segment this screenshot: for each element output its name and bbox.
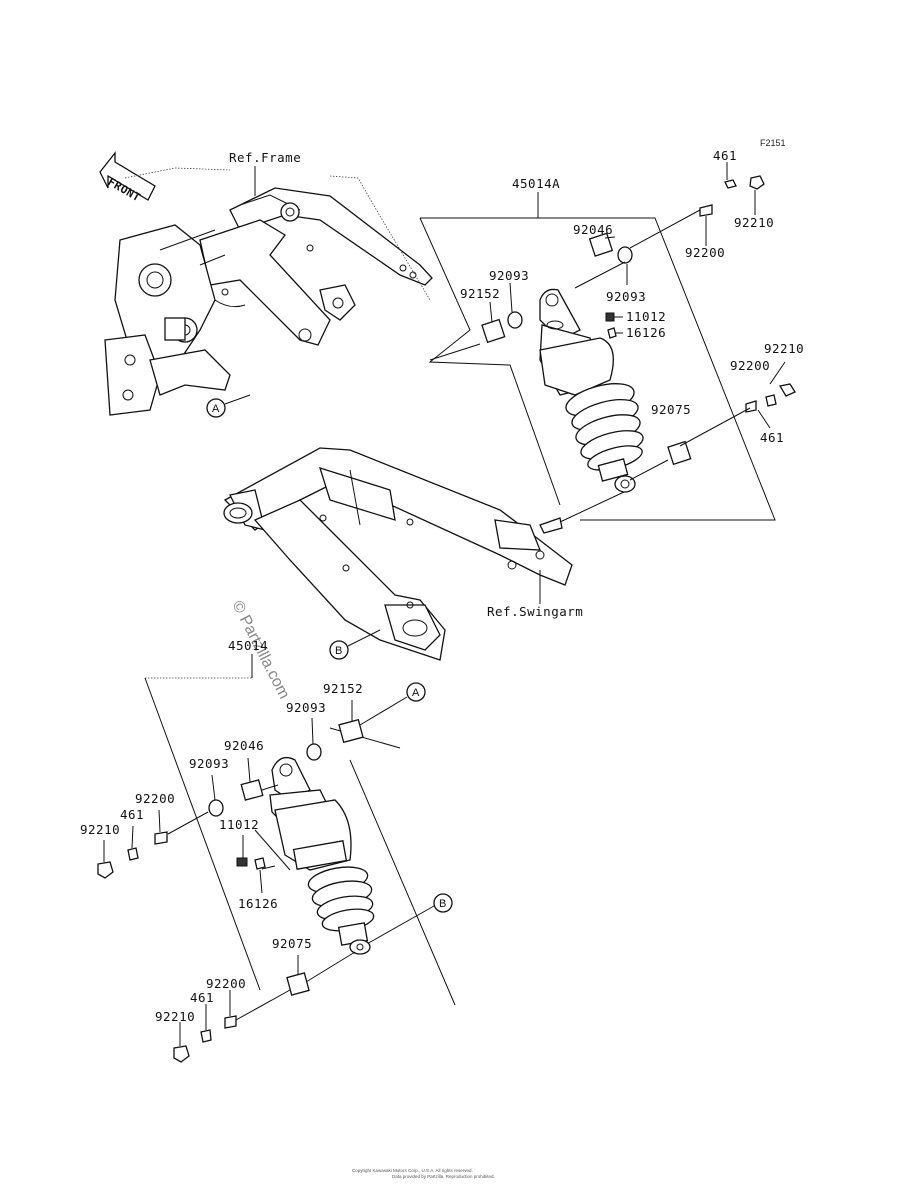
upper-part-92093-right: 92093 (606, 289, 646, 304)
marker-a-upper-label: A (212, 403, 220, 415)
upper-part-92200-mid: 92200 (730, 358, 770, 373)
marker-a-upper (206, 398, 226, 418)
lower-part-92200-top: 92200 (135, 791, 175, 806)
footer-line-1: Copyright Kawasaki Motors Corp., U.S.A. … (352, 1168, 473, 1173)
lower-part-92200-bottom: 92200 (206, 976, 246, 991)
upper-leader-lines (429, 162, 786, 523)
lower-part-92046: 92046 (224, 738, 264, 753)
lower-part-92210-bottom: 92210 (155, 1009, 195, 1024)
front-arrow-icon: FRONT (99, 151, 156, 204)
assembly-45014a-label: 45014A (512, 176, 560, 191)
ref-frame-label: Ref.Frame (229, 150, 301, 165)
frame-drawing (104, 167, 433, 416)
upper-shock-absorber (539, 288, 644, 493)
upper-part-92200-top: 92200 (685, 245, 725, 260)
lower-small-parts (97, 718, 364, 1063)
upper-part-92046: 92046 (573, 222, 613, 237)
upper-part-461-top: 461 (713, 148, 737, 163)
lower-leader-lines (103, 700, 356, 1046)
lower-shock-absorber (269, 756, 375, 955)
marker-a-lower-label: A (412, 687, 420, 699)
upper-part-11012: 11012 (626, 309, 666, 324)
upper-small-parts (481, 175, 796, 534)
lower-part-16126: 16126 (238, 896, 278, 911)
footer-line-2: Data provided by Partzilla. Reproduction… (392, 1174, 495, 1179)
swingarm-drawing (223, 447, 573, 661)
lower-part-11012: 11012 (219, 817, 259, 832)
lower-part-92093-left: 92093 (189, 756, 229, 771)
upper-part-461-mid: 461 (760, 430, 784, 445)
figure-code: F2151 (760, 138, 786, 148)
upper-part-92075: 92075 (651, 402, 691, 417)
marker-b-swingarm-label: B (335, 645, 342, 657)
lower-part-461-bottom: 461 (190, 990, 214, 1005)
marker-b-lower-label: B (439, 898, 446, 910)
lower-part-92093-top: 92093 (286, 700, 326, 715)
upper-part-92093-left: 92093 (489, 268, 529, 283)
marker-b-lower (433, 893, 453, 913)
upper-part-16126: 16126 (626, 325, 666, 340)
upper-part-92210-top: 92210 (734, 215, 774, 230)
upper-part-92210-mid: 92210 (764, 341, 804, 356)
lower-part-92210-top: 92210 (80, 822, 120, 837)
lower-part-461-top: 461 (120, 807, 144, 822)
marker-a-lower (406, 682, 426, 702)
marker-b-swingarm (329, 640, 349, 660)
ref-swingarm-label: Ref.Swingarm (487, 604, 583, 619)
assembly-45014-label: 45014 (228, 638, 268, 653)
lower-part-92075: 92075 (272, 936, 312, 951)
lower-part-92152: 92152 (323, 681, 363, 696)
upper-part-92152: 92152 (460, 286, 500, 301)
